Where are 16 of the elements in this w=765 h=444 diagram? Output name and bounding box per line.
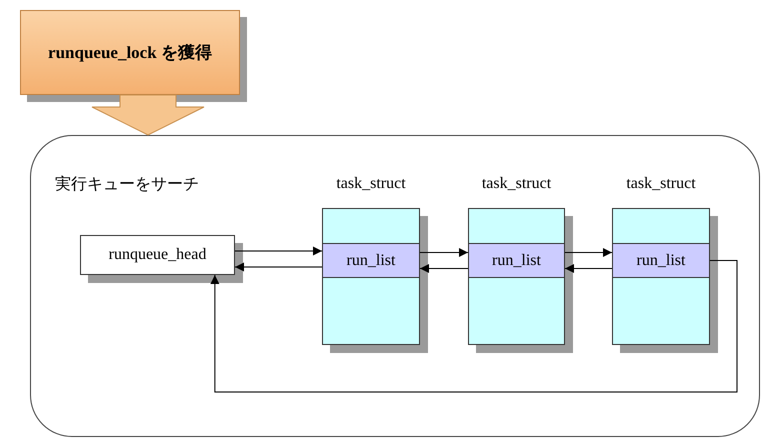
arrow xyxy=(420,264,468,273)
struct-title: task_struct xyxy=(482,175,552,193)
struct-title: task_struct xyxy=(626,175,696,193)
list-field: run_list xyxy=(468,243,565,278)
arrow xyxy=(564,264,612,273)
struct-title: task_struct xyxy=(336,175,406,193)
arrow xyxy=(564,248,612,257)
block-arrow xyxy=(92,94,204,136)
arrow xyxy=(420,248,468,257)
rounded-panel xyxy=(30,135,760,437)
arrow xyxy=(234,246,322,256)
panel-heading: 実行キューをサーチ xyxy=(55,174,199,195)
arrow xyxy=(210,260,738,392)
arrow xyxy=(234,262,322,272)
list-field: run_list xyxy=(322,243,420,278)
list-field: run_list xyxy=(612,243,710,278)
